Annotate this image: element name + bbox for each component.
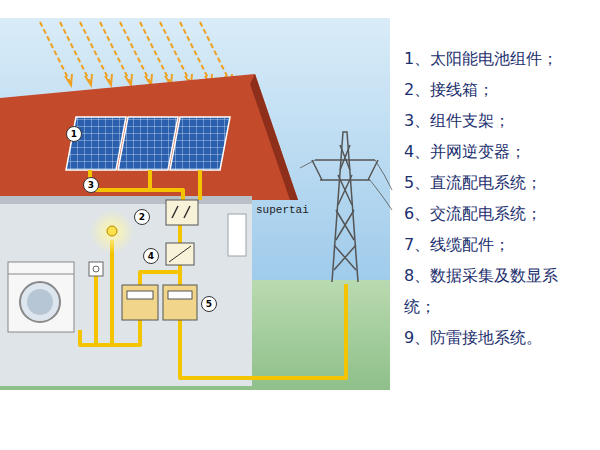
window (228, 214, 246, 256)
watermark: supertai (256, 204, 309, 216)
list-item: 4、并网逆变器； (404, 136, 584, 167)
list-item: 3、组件支架； (404, 105, 584, 136)
callout-number: 1 (66, 126, 82, 142)
pylon (300, 132, 392, 282)
list-item: 1、太阳能电池组件； (404, 43, 584, 74)
callout-number: 2 (134, 209, 150, 225)
wires (80, 170, 346, 378)
callout-number: 3 (83, 177, 99, 193)
list-item: 7、线缆配件； (404, 229, 584, 260)
meter (163, 285, 197, 320)
list-item: 5、直流配电系统； (404, 167, 584, 198)
house-wall (0, 196, 252, 386)
inverter (166, 243, 194, 265)
solar-panels (66, 117, 230, 170)
roof (0, 74, 298, 200)
sun-rays (40, 22, 232, 85)
washing-machine (8, 262, 74, 332)
legend-list: 1、太阳能电池组件；2、接线箱；3、组件支架；4、并网逆变器；5、直流配电系统；… (404, 43, 584, 353)
bulb (107, 226, 117, 236)
callout-number: 5 (201, 296, 217, 312)
light-glow (90, 210, 134, 254)
list-item: 2、接线箱； (404, 74, 584, 105)
meter (122, 285, 158, 320)
combiner-box (166, 200, 198, 225)
list-item: 9、防雷接地系统。 (404, 322, 584, 353)
list-item: 8、数据采集及数显系统； (404, 260, 584, 322)
callout-number: 4 (143, 248, 159, 264)
roof-edge (250, 74, 298, 200)
outlet (89, 262, 103, 276)
list-item: 6、交流配电系统； (404, 198, 584, 229)
house-wall-shade (0, 196, 252, 204)
